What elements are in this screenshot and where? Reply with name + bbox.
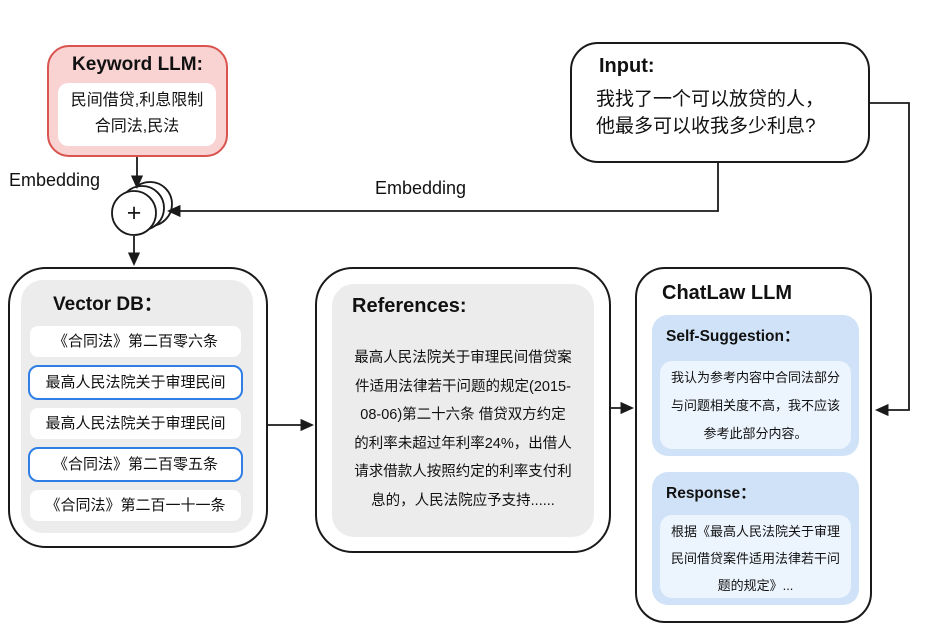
chatlaw-llm-title: ChatLaw LLM [662,282,792,304]
keyword-line: 民间借贷,利息限制 [70,92,204,109]
embedding-merge-node: + [111,181,173,236]
vector-db-item: 最高人民法院关于审理民间 [30,408,241,439]
response-line: 民间借贷案件适用法律若干问 [670,551,840,566]
vector-db-item: 《合同法》第二百零六条 [30,326,241,357]
references-title: References: [352,295,467,317]
references-line: 息的，人民法院应予支持...... [371,492,555,509]
self-suggestion-line: 参考此部分内容。 [703,426,808,441]
self-suggestion-box: Self-Suggestion： 我认为参考内容中合同法部分 与问题相关度不高，… [652,315,859,456]
chatlaw-llm-box: ChatLaw LLM Self-Suggestion： 我认为参考内容中合同法… [635,267,872,623]
keyword-llm-title: Keyword LLM: [72,54,203,75]
response-body: 根据《最高人民法院关于审理 民间借贷案件适用法律若干问 题的规定》... [660,515,851,598]
references-body: 最高人民法院关于审理民间借贷案 件适用法律若干问题的规定(2015- 08-06… [338,344,588,515]
input-title: Input: [599,55,655,77]
self-suggestion-line: 我认为参考内容中合同法部分 [670,370,840,385]
input-question: 我找了一个可以放贷的人， 他最多可以收我多少利息? [596,86,824,140]
vector-db-item: 《合同法》第二百一十一条 [30,490,241,521]
input-line: 我找了一个可以放贷的人， [596,89,825,110]
keyword-line: 合同法,民法 [94,118,180,135]
self-suggestion-line: 与问题相关度不高，我不应该 [670,398,840,413]
response-line: 题的规定》... [717,578,794,593]
keyword-llm-keywords: 民间借贷,利息限制 合同法,民法 [58,83,216,146]
self-suggestion-body: 我认为参考内容中合同法部分 与问题相关度不高，我不应该 参考此部分内容。 [660,361,851,449]
keyword-llm-box: Keyword LLM: 民间借贷,利息限制 合同法,民法 [47,45,228,157]
references-panel: References: 最高人民法院关于审理民间借贷案 件适用法律若干问题的规定… [332,284,594,537]
embedding-label-middle: Embedding [375,178,467,198]
vector-db-title: Vector DB： [53,294,163,315]
vector-db-panel: Vector DB： 《合同法》第二百零六条 最高人民法院关于审理民间 最高人民… [21,280,253,533]
input-line: 他最多可以收我多少利息? [596,116,816,137]
vector-db-item-highlighted: 最高人民法院关于审理民间 [28,365,243,400]
plus-sign: + [127,199,142,227]
references-line: 最高人民法院关于审理民间借贷案 [354,350,572,366]
arrow-input-to-chatlaw [870,102,910,417]
references-line: 08-06)第二十六条 借贷双方约定 [360,407,566,423]
self-suggestion-title: Self-Suggestion： [666,328,800,345]
references-line: 件适用法律若干问题的规定(2015- [355,378,571,395]
vector-db-box: Vector DB： 《合同法》第二百零六条 最高人民法院关于审理民间 最高人民… [8,267,268,548]
vector-db-item-highlighted: 《合同法》第二百零五条 [28,447,243,482]
references-box: References: 最高人民法院关于审理民间借贷案 件适用法律若干问题的规定… [315,267,611,553]
references-line: 的利率未超过年利率24%，出借人 [354,435,572,452]
input-box: Input: 我找了一个可以放贷的人， 他最多可以收我多少利息? [570,42,870,163]
response-title: Response： [666,485,756,502]
response-box: Response： 根据《最高人民法院关于审理 民间借贷案件适用法律若干问 题的… [652,472,859,605]
references-line: 请求借款人按照约定的利率支付利 [354,464,572,480]
response-line: 根据《最高人民法院关于审理 [670,524,840,539]
embedding-label-left: Embedding [9,170,101,190]
